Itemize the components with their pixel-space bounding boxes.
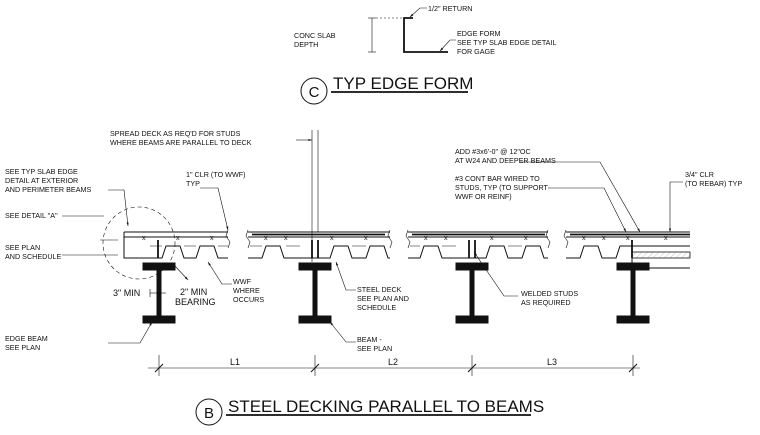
dim-l3: L3 [547, 357, 557, 367]
beam-2 [298, 262, 332, 324]
svg-text:x: x [490, 233, 494, 242]
slab-panel-3 [405, 229, 551, 259]
edge-beam-1: EDGE BEAM [5, 334, 48, 343]
steel-deck-1: STEEL DECK [357, 285, 402, 294]
edge-form-profile [403, 17, 448, 53]
svg-text:x: x [264, 233, 268, 242]
steel-deck-3: SCHEDULE [357, 303, 396, 312]
svg-text:x: x [142, 233, 146, 242]
clr-rebar-1: 3/4" CLR [685, 170, 714, 179]
welded-studs-1: WELDED STUDS [521, 289, 578, 298]
detail-title-b: STEEL DECKING PARALLEL TO BEAMS [228, 397, 544, 416]
slab-edge-note-2: DETAIL AT EXTERIOR [5, 176, 78, 185]
spread-deck-note-1: SPREAD DECK AS REQ'D FOR STUDS [110, 129, 241, 138]
wwf-note-1: WWF [233, 277, 252, 286]
return-label: 1/2" RETURN [428, 4, 473, 13]
dim-l1: L1 [230, 357, 240, 367]
wwf-note-3: OCCURS [233, 295, 264, 304]
slab-edge-note-1: SEE TYP SLAB EDGE [5, 167, 78, 176]
steel-deck-2: SEE PLAN AND [357, 294, 409, 303]
detail-tag-c: C [309, 84, 320, 101]
welded-studs-2: AS REQUIRED [521, 298, 571, 307]
beam-note-1: BEAM - [357, 335, 382, 344]
slab-panel-1 [123, 229, 231, 259]
svg-text:x: x [284, 233, 288, 242]
beam-note-2: SEE PLAN [357, 344, 392, 353]
min-2-label-2: BEARING [175, 297, 216, 307]
span-dimension-line [148, 355, 640, 376]
dim-l2: L2 [388, 357, 398, 367]
detail-tag-circle-b [195, 398, 223, 426]
welded-studs [157, 240, 633, 258]
svg-text:x: x [424, 233, 428, 242]
spread-deck-note-2: WHERE BEAMS ARE PARALLEL TO DECK [110, 138, 252, 147]
svg-text:x: x [364, 233, 368, 242]
see-plan-1: SEE PLAN [5, 243, 40, 252]
svg-text:x: x [582, 233, 586, 242]
clr-rebar-2: (TO REBAR) TYP [685, 179, 742, 188]
detail-a-circle [102, 206, 176, 280]
cont-bar-2: STUDS, TYP (TO SUPPORT [455, 183, 549, 192]
svg-text:x: x [524, 233, 528, 242]
clr-wwf-2: TYP [186, 179, 200, 188]
slab-panel-2 [245, 229, 393, 259]
slab-depth-label-2: DEPTH [294, 40, 318, 49]
clr-wwf-1: 1" CLR (TO WWF) [186, 170, 246, 179]
detail-tag-b: B [204, 405, 214, 422]
detail-tag-circle-c [300, 77, 328, 105]
edge-form-note-2: SEE TYP SLAB EDGE DETAIL [457, 38, 556, 47]
min-2-label-1: 2" MIN [180, 287, 207, 297]
add-bars-2: AT W24 AND DEEPER BEAMS [455, 156, 556, 165]
slab-depth-label-1: CONC SLAB [294, 31, 336, 40]
cont-bar-1: #3 CONT BAR WIRED TO [455, 174, 540, 183]
cont-bar-3: WWF OR REINF) [455, 192, 512, 201]
svg-text:x: x [330, 233, 334, 242]
min-3-label: 3" MIN [113, 288, 140, 298]
slab-edge-note-3: AND PERIMETER BEAMS [5, 185, 91, 194]
svg-text:x: x [602, 233, 606, 242]
detail-title-c: TYP EDGE FORM [333, 74, 473, 93]
bearing-dims [149, 265, 189, 297]
wwf-note-2: WHERE [233, 286, 260, 295]
edge-form-leader [439, 39, 456, 52]
svg-text:x: x [176, 233, 180, 242]
svg-text:x: x [210, 233, 214, 242]
beam-3 [455, 262, 489, 324]
leaders [62, 138, 683, 344]
edge-form-note-3: FOR GAGE [457, 47, 495, 56]
see-detail-a: SEE DETAIL "A" [5, 211, 58, 220]
edge-form-note-1: EDGE FORM [457, 29, 501, 38]
return-leader [409, 7, 427, 18]
add-bars-1: ADD #3x6'-0" @ 12"OC [455, 147, 531, 156]
see-plan-2: AND SCHEDULE [5, 252, 62, 261]
edge-form-detail: 1/2" RETURN CONC SLAB DEPTH EDGE FORM SE… [294, 4, 556, 105]
add-bar-hatch [631, 251, 691, 259]
beam-4 [616, 262, 650, 324]
edge-beam-2: SEE PLAN [5, 343, 40, 352]
svg-text:x: x [626, 233, 630, 242]
svg-text:x: x [664, 233, 668, 242]
svg-text:x: x [444, 233, 448, 242]
